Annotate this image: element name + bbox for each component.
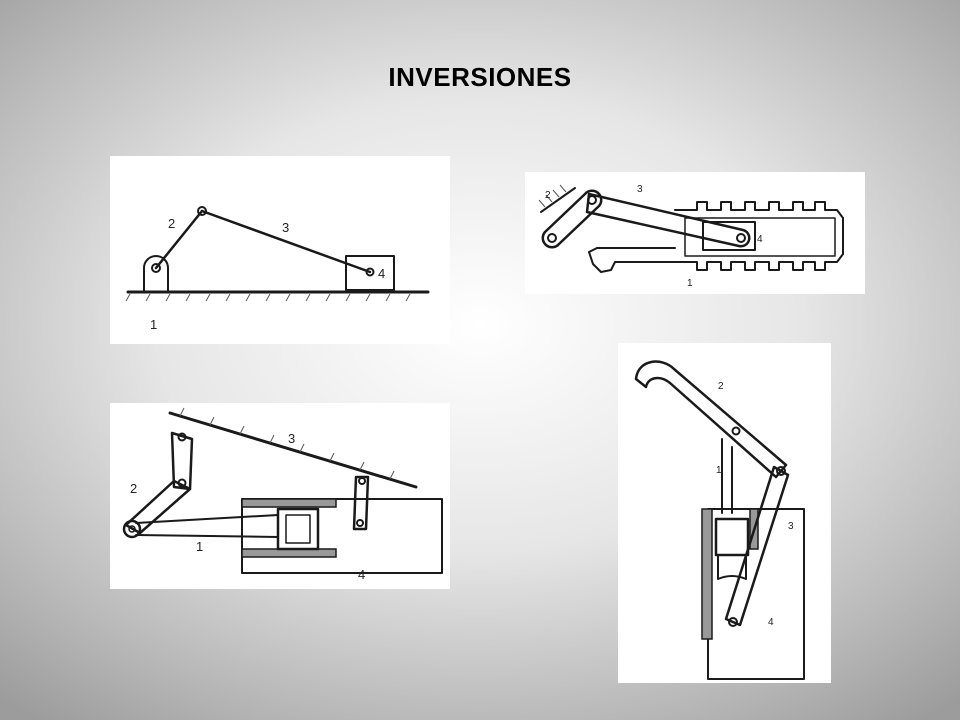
crank-link [541,189,603,249]
handle-link [634,360,788,479]
diagram-inversion-housing: 1 2 3 4 [525,172,865,294]
slider-link-top-pin [358,477,366,485]
cylinder-wall [701,508,713,640]
slider-pin [736,233,746,243]
label-2: 2 [718,381,724,392]
diagram-slider-crank: 1 2 3 4 [110,156,450,344]
connecting-rod [200,209,372,274]
diagram-inversion-cylinder: 1 2 3 4 [110,403,450,589]
slider-block [702,221,756,251]
fixed-support [540,187,576,213]
label-3: 3 [282,220,289,235]
label-1: 1 [150,317,157,332]
label-2: 2 [130,481,137,496]
crank-joint-inner [128,525,136,533]
handle-pivot [731,426,741,436]
slide-title: INVERSIONES [388,62,572,92]
piston [714,517,750,557]
coupler-link [585,192,751,248]
piston-rod-bottom [135,534,279,538]
ground-hatch [125,293,411,302]
label-1: 1 [716,465,722,476]
incline-hatch [179,407,395,480]
inner-slot [684,217,836,257]
piston [276,507,320,551]
fixed-pivot [143,255,169,293]
slider-pin [365,267,375,277]
slider-link [352,475,370,531]
rocker-top-pin [776,466,786,476]
rocker-top-pin [177,432,187,442]
crank-joint [122,519,142,539]
label-1: 1 [196,539,203,554]
crank-link [154,209,204,270]
toothed-housing [588,201,844,273]
piston-rod [717,554,747,580]
label-4: 4 [358,567,365,582]
cylinder-wall-top [241,498,337,508]
rocker-bottom-pin [728,617,738,627]
support-hatch [538,184,567,208]
label-3: 3 [788,521,794,532]
cylinder-body [241,498,443,574]
crank-joint [197,206,207,216]
slider-link-bottom-pin [356,519,364,527]
piston-core [285,514,311,544]
piston-rod-top [135,514,279,524]
label-1: 1 [687,278,693,289]
diagram-inversion-pump: 1 2 3 4 [618,343,831,683]
label-2: 2 [168,216,175,231]
label-4: 4 [757,234,763,245]
rocker-link [724,465,790,627]
fixed-incline [168,411,418,489]
label-3: 3 [637,184,643,195]
slider-block [345,255,395,291]
label-4: 4 [378,266,385,281]
crank-pivot [151,263,161,273]
crank-pivot [547,233,557,243]
label-2: 2 [545,190,551,201]
label-4: 4 [768,617,774,628]
label-3: 3 [288,431,295,446]
